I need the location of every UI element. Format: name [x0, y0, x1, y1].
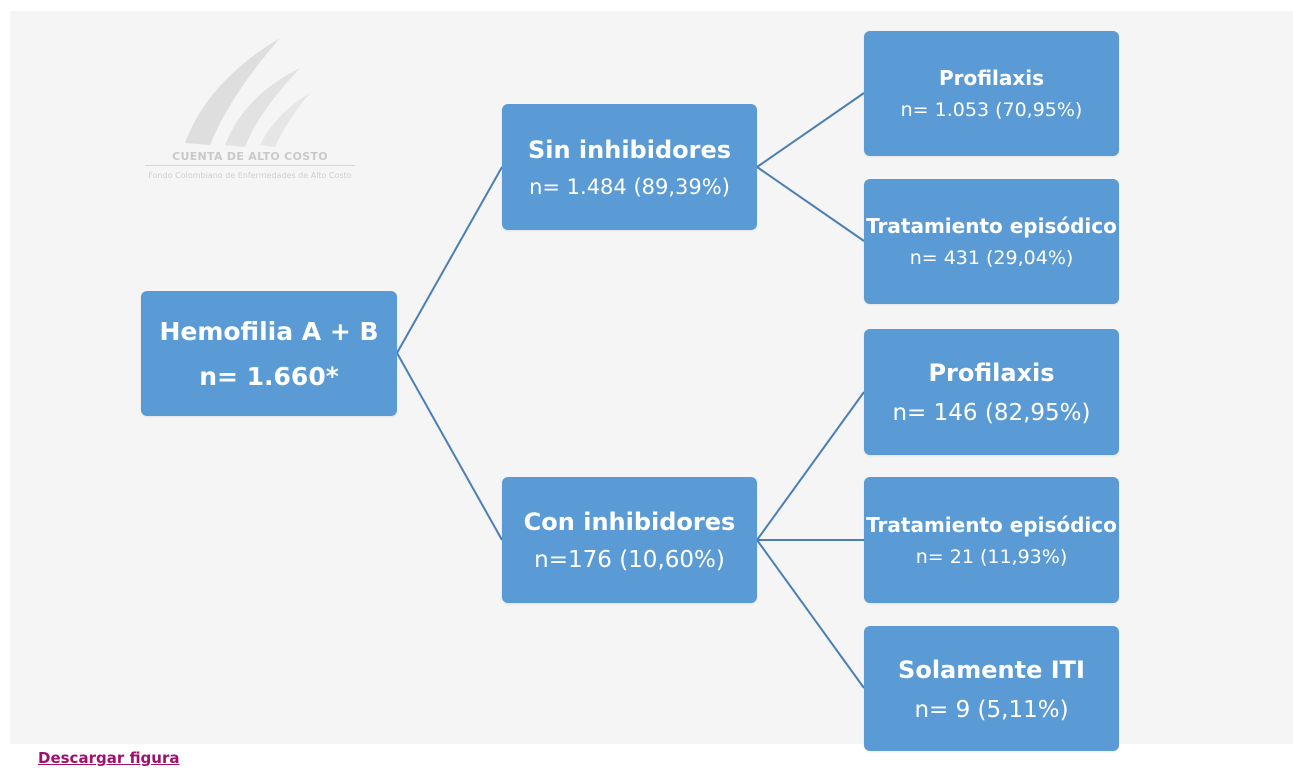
- logo-tagline: Fondo Colombiano de Enfermedades de Alto…: [148, 171, 352, 180]
- node-title: Profilaxis: [938, 66, 1045, 90]
- node-sin-inhibidores: Sin inhibidores n= 1.484 (89,39%): [502, 104, 757, 230]
- node-count: n=176 (10,60%): [534, 547, 725, 573]
- cuenta-alto-costo-logo: [185, 38, 310, 147]
- node-con-inhibidores: Con inhibidores n=176 (10,60%): [502, 477, 757, 603]
- node-con-solamente-iti: Solamente ITI n= 9 (5,11%): [864, 626, 1119, 751]
- node-title: Con inhibidores: [523, 508, 736, 536]
- node-title: Tratamiento episódico: [866, 512, 1117, 537]
- node-con-tratamiento-episodico: Tratamiento episódico n= 21 (11,93%): [864, 477, 1119, 603]
- node-con-profilaxis: Profilaxis n= 146 (82,95%): [864, 329, 1119, 455]
- download-figure-link[interactable]: Descargar figura: [38, 749, 180, 767]
- node-count: n= 9 (5,11%): [914, 696, 1069, 723]
- node-title: Sin inhibidores: [527, 136, 732, 164]
- node-count: n= 1.660*: [199, 361, 339, 391]
- node-title: Profilaxis: [928, 359, 1055, 387]
- node-count: n= 21 (11,93%): [915, 545, 1068, 568]
- node-title: Tratamiento episódico: [866, 214, 1117, 238]
- node-count: n= 1.053 (70,95%): [900, 99, 1083, 121]
- node-hemofilia-total: Hemofilia A + B n= 1.660*: [141, 291, 397, 416]
- node-title: Hemofilia A + B: [159, 317, 379, 347]
- node-count: n= 431 (29,04%): [909, 247, 1074, 269]
- node-count: n= 1.484 (89,39%): [529, 175, 730, 199]
- node-count: n= 146 (82,95%): [892, 400, 1091, 426]
- node-sin-profilaxis: Profilaxis n= 1.053 (70,95%): [864, 31, 1119, 156]
- node-title: Solamente ITI: [898, 655, 1085, 684]
- logo-name: CUENTA DE ALTO COSTO: [145, 150, 355, 166]
- node-sin-tratamiento-episodico: Tratamiento episódico n= 431 (29,04%): [864, 179, 1119, 304]
